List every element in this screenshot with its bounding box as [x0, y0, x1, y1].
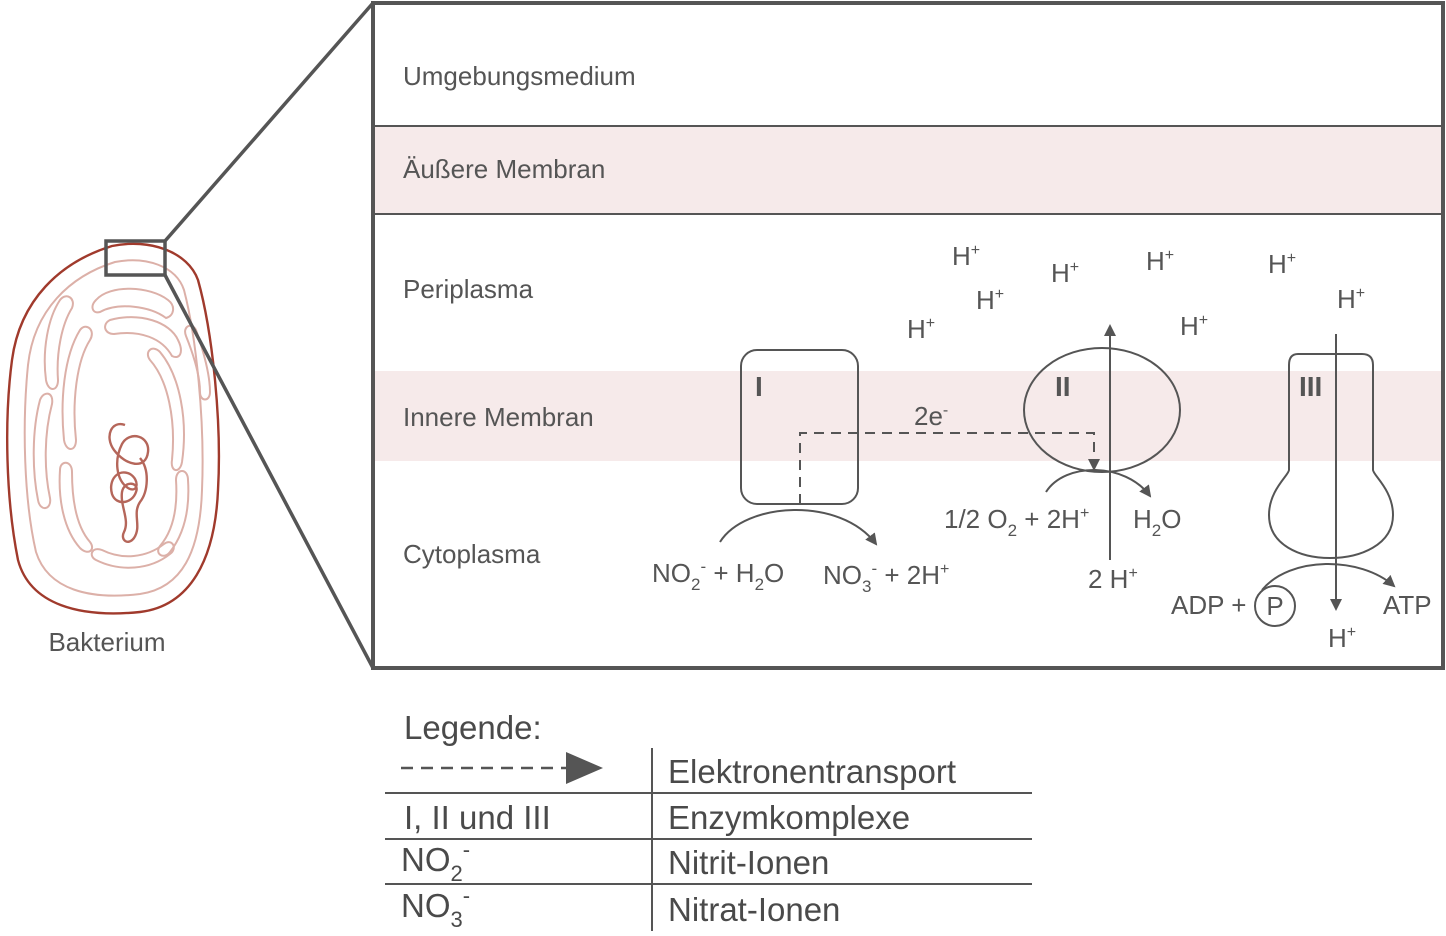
complex-2-body: [1023, 347, 1181, 473]
two-protons: 2 H+: [1088, 564, 1138, 594]
proton: H+: [1180, 311, 1208, 341]
atp-label: ATP: [1383, 590, 1432, 620]
adp-label: ADP +: [1171, 590, 1246, 620]
legend-row-nitrite: NO2- Nitrit-Ionen: [401, 837, 829, 886]
phosphate-circle: [1254, 585, 1296, 627]
legend-key: NO2-: [401, 837, 470, 886]
zoom-line-bottom: [163, 274, 375, 669]
outer-membrane-band: [373, 126, 1443, 214]
bacterium-folds: [32, 287, 212, 569]
layer-innere-membran: Innere Membran: [403, 402, 594, 432]
proton: H+: [1051, 258, 1079, 288]
bacterium-outline: [6, 242, 221, 615]
periplasm-protons: H+ H+ H+ H+ H+ H+ H+ H+: [907, 241, 1365, 344]
enzyme-complex-3: III: [1267, 353, 1395, 560]
legend-arrowhead-icon: [566, 752, 603, 784]
water-formation-arrow: [1045, 469, 1152, 498]
legend: Legende: Elektronentransport I, II und I…: [385, 709, 1032, 932]
layer-umgebungsmedium: Umgebungsmedium: [403, 61, 636, 91]
bacterium-illustration: Bakterium: [6, 1, 375, 669]
complex-1-label: I: [755, 371, 763, 402]
nitrate-plus-protons: NO3- + 2H+: [823, 559, 949, 596]
complex-2-label: II: [1055, 371, 1071, 402]
electron-transport-path: 2e-: [799, 401, 1100, 504]
cytoplasm-proton: H+: [1328, 623, 1356, 653]
electron-transport-arrow: [799, 432, 1100, 504]
layer-periplasma: Periplasma: [403, 274, 534, 304]
proton: H+: [907, 314, 935, 344]
zoom-panel-frame: [371, 1, 1445, 670]
proton: H+: [1146, 246, 1174, 276]
bacterium-label: Bakterium: [48, 627, 165, 657]
proton: H+: [1337, 284, 1365, 314]
enzyme-complex-2: II: [1023, 347, 1181, 473]
oxygen-reduction: 1/2 O2 + 2H+ H2O 2 H+: [944, 324, 1181, 594]
zoom-source-box: [104, 239, 167, 277]
legend-row-nitrate: NO3- Nitrat-Ionen: [401, 883, 840, 932]
proton: H+: [976, 285, 1004, 315]
atp-reaction-arrow: [1261, 563, 1396, 591]
oxygen-plus-protons: 1/2 O2 + 2H+: [944, 504, 1089, 540]
water-product: H2O: [1133, 504, 1181, 540]
legend-row-electron-transport: Elektronentransport: [401, 752, 956, 790]
legend-value: Nitrit-Ionen: [668, 844, 829, 881]
legend-title: Legende:: [404, 709, 542, 746]
bacterium-dna: [108, 422, 150, 543]
nitrite-oxidation: NO2- + H2O NO3- + 2H+: [652, 509, 949, 596]
legend-key: I, II und III: [404, 799, 551, 836]
proton: H+: [1268, 249, 1296, 279]
legend-value: Enzymkomplexe: [668, 799, 910, 836]
layer-cytoplasma: Cytoplasma: [403, 539, 541, 569]
nitrite-reaction-arrow: [719, 509, 878, 546]
atp-synthesis: ADP + P ATP H+: [1171, 334, 1432, 653]
proton: H+: [952, 241, 980, 271]
zoom-panel: Umgebungsmedium Äußere Membran Periplasm…: [371, 1, 1445, 670]
legend-key: NO3-: [401, 883, 470, 932]
complex-3-body: [1267, 353, 1395, 560]
nitrite-plus-water: NO2- + H2O: [652, 557, 784, 594]
bacterium-inner-wall: [23, 259, 204, 597]
legend-value: Nitrat-Ionen: [668, 891, 840, 928]
legend-row-enzyme-complexes: I, II und III Enzymkomplexe: [404, 799, 910, 836]
phosphate-label: P: [1266, 591, 1283, 621]
inner-membrane-band: [373, 371, 1443, 461]
legend-value: Elektronentransport: [668, 753, 956, 790]
layer-aeussere-membran: Äußere Membran: [403, 154, 605, 184]
electrons-label: 2e-: [914, 401, 948, 431]
zoom-line-top: [163, 1, 375, 243]
complex-3-label: III: [1299, 371, 1322, 402]
